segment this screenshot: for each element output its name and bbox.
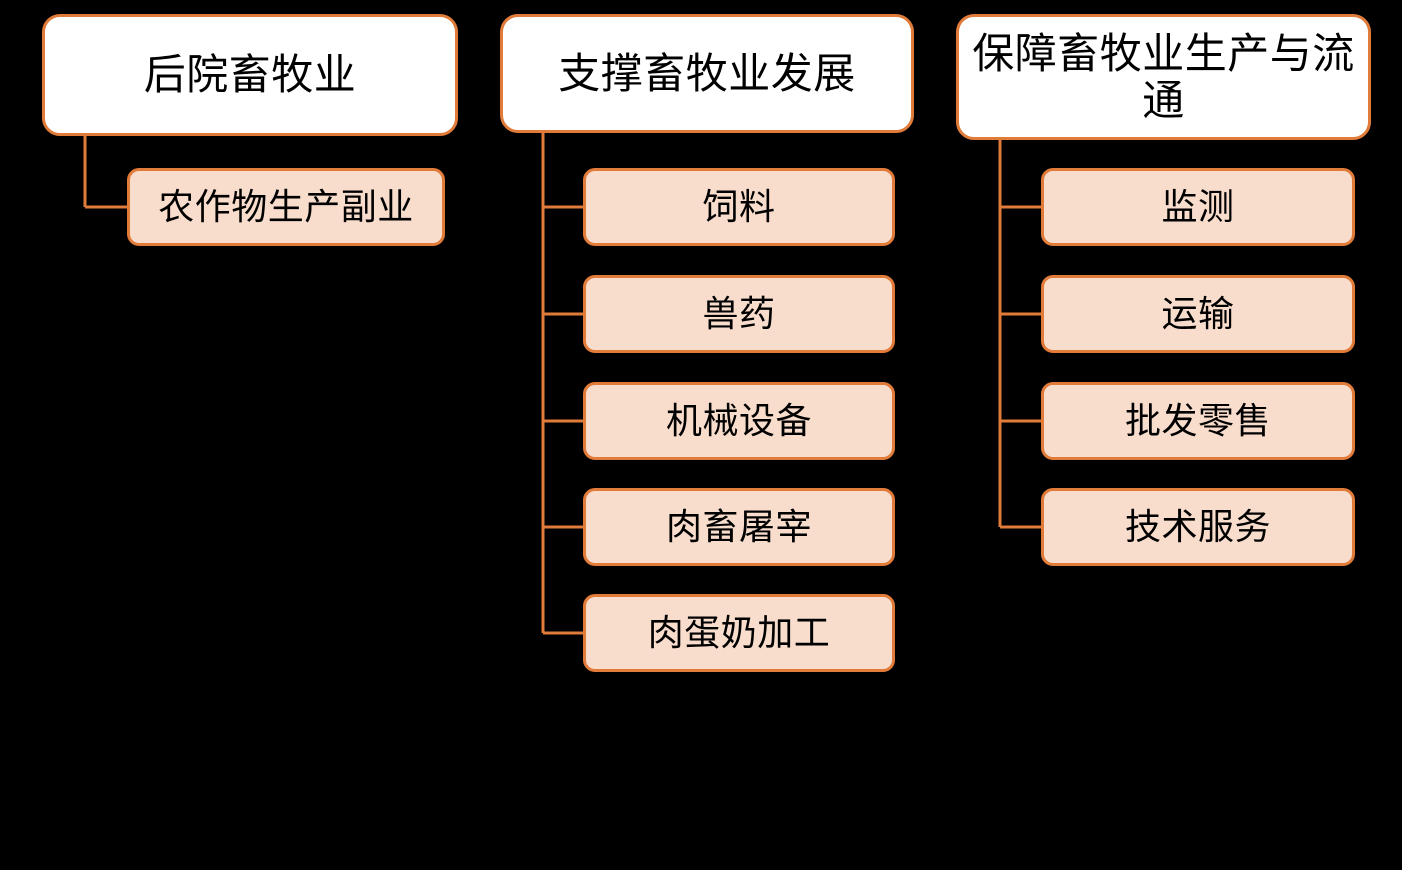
leaf-node-col3-4[interactable]: 技术服务	[1041, 488, 1355, 566]
root-node-col3-label: 保障畜牧业生产与流通	[972, 29, 1355, 124]
leaf-node-col3-2-label: 运输	[1161, 292, 1235, 334]
leaf-node-col2-1[interactable]: 饲料	[583, 168, 895, 246]
leaf-node-col2-2-label: 兽药	[702, 292, 776, 334]
root-node-col1[interactable]: 后院畜牧业	[42, 14, 458, 136]
leaf-node-col3-1[interactable]: 监测	[1041, 168, 1355, 246]
root-node-col1-label: 后院畜牧业	[143, 51, 357, 99]
leaf-node-col2-3[interactable]: 机械设备	[583, 382, 895, 460]
leaf-node-col3-2[interactable]: 运输	[1041, 275, 1355, 353]
leaf-node-col3-4-label: 技术服务	[1124, 505, 1271, 547]
leaf-node-col3-3[interactable]: 批发零售	[1041, 382, 1355, 460]
leaf-node-col2-4-label: 肉畜屠宰	[665, 505, 812, 547]
leaf-node-col1-1[interactable]: 农作物生产副业	[127, 168, 445, 246]
root-node-col3[interactable]: 保障畜牧业生产与流通	[956, 14, 1371, 140]
leaf-node-col1-1-label: 农作物生产副业	[158, 185, 414, 227]
root-node-col2-label: 支撑畜牧业发展	[558, 49, 856, 97]
leaf-node-col3-3-label: 批发零售	[1124, 399, 1271, 441]
leaf-node-col2-5[interactable]: 肉蛋奶加工	[583, 594, 895, 672]
leaf-node-col3-1-label: 监测	[1161, 185, 1235, 227]
leaf-node-col2-2[interactable]: 兽药	[583, 275, 895, 353]
leaf-node-col2-1-label: 饲料	[702, 185, 776, 227]
leaf-node-col2-3-label: 机械设备	[665, 399, 812, 441]
leaf-node-col2-5-label: 肉蛋奶加工	[647, 611, 831, 653]
root-node-col2[interactable]: 支撑畜牧业发展	[500, 14, 914, 133]
leaf-node-col2-4[interactable]: 肉畜屠宰	[583, 488, 895, 566]
